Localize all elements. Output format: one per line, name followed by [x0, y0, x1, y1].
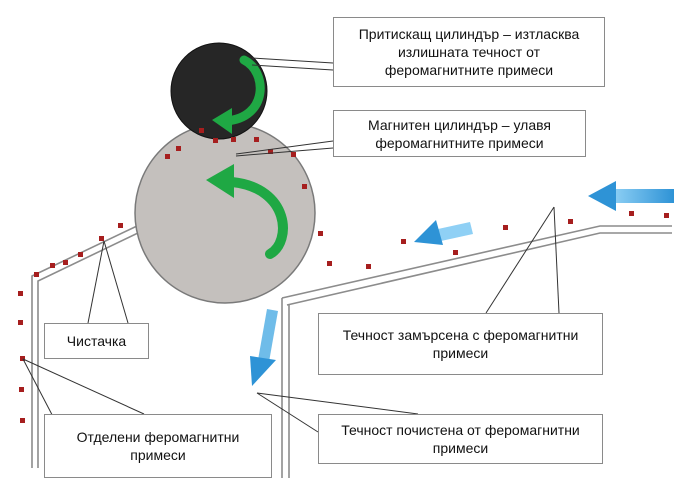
cleaned-liquid-label: Течност почистена от феромагнитни примес… [318, 414, 603, 464]
label-line: излишната течност от [397, 44, 540, 60]
inlet-tray [281, 225, 672, 478]
flow-arrow-icon [588, 181, 674, 211]
label-line: Течност почистена от феромагнитни [341, 422, 580, 438]
label-line: примеси [432, 440, 489, 456]
rotation-arrow-icon [212, 55, 265, 134]
flow-arrow-icon [250, 309, 278, 386]
rotation-arrow-icon [206, 164, 288, 259]
pressing-cylinder-label: Притискащ цилиндър – изтласква излишната… [333, 17, 605, 87]
label-line: Магнитен цилиндър – улавя [368, 116, 551, 133]
magnetic-cylinder-label: Магнитен цилиндър – улавя феромагнитните… [333, 110, 586, 157]
label-line: феромагнитните примеси [384, 62, 554, 78]
ferromagnetic-particles [18, 128, 669, 423]
label-line: примеси [432, 345, 489, 361]
label-line: Чистачка [66, 333, 127, 349]
label-line: Течност замърсена с феромагнитни [342, 327, 579, 343]
label-line: Притискащ цилиндър – изтласква [358, 26, 580, 42]
dirty-liquid-label: Течност замърсена с феромагнитни примеси [318, 313, 603, 375]
magnetic-cylinder [134, 122, 316, 304]
label-line: феромагнитните примеси [375, 134, 544, 151]
scraper-label: Чистачка [44, 323, 149, 359]
label-line: примеси [130, 447, 186, 463]
flow-arrow-icon [414, 220, 473, 245]
label-line: Отделени феромагнитни [76, 429, 240, 445]
separated-impurities-label: Отделени феромагнитни примеси [44, 414, 272, 478]
